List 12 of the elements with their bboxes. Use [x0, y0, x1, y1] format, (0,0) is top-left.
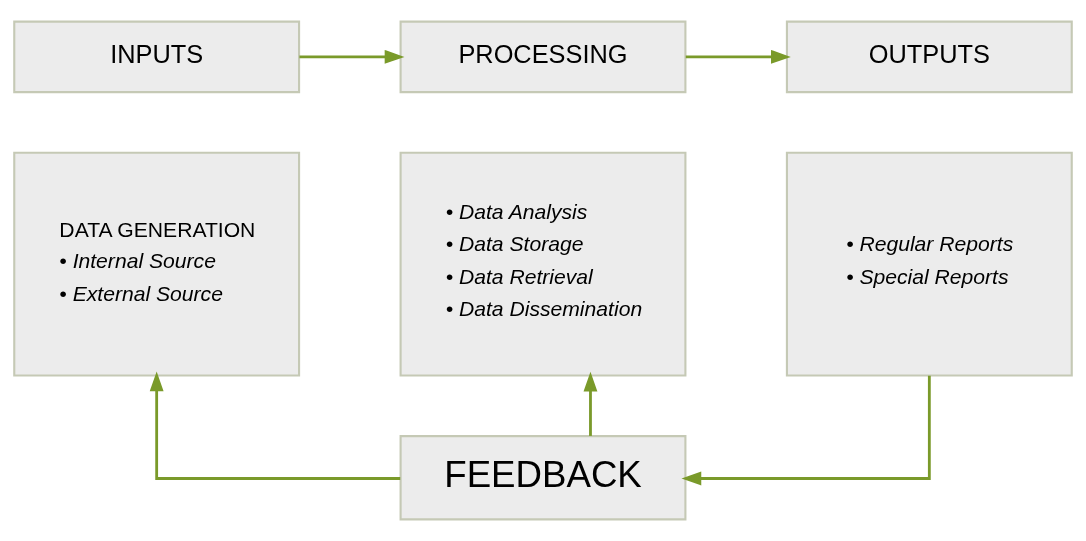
arrow — [681, 375, 931, 486]
arrow — [583, 371, 598, 436]
node-box: • Regular Reports • Special Reports — [785, 151, 1073, 377]
node-box: FEEDBACK — [399, 435, 687, 521]
node-box: PROCESSING — [399, 20, 687, 94]
arrow — [299, 49, 405, 64]
node-box: DATA GENERATION • Internal Source • External Source — [13, 151, 301, 377]
node-box: OUTPUTS — [785, 20, 1073, 94]
node-box: • Data Analysis • Data Storage • Data Retrieval • Data Dissemination — [399, 151, 687, 377]
arrow — [149, 371, 401, 480]
arrow — [685, 49, 791, 64]
node-box: INPUTS — [13, 20, 301, 94]
